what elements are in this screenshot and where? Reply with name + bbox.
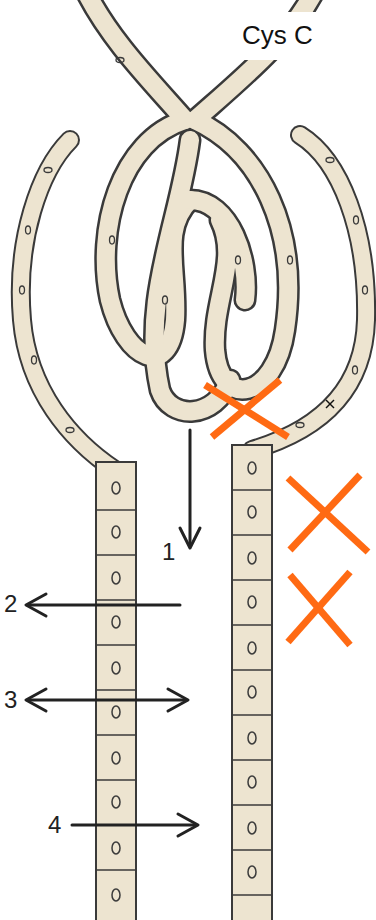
label-box: Cys C <box>228 12 329 60</box>
callout-number: 2 <box>4 590 17 618</box>
marker-label: Cys C <box>242 20 315 51</box>
callout-number: 1 <box>162 538 175 566</box>
callout-number: 3 <box>4 686 17 714</box>
callout-number: 4 <box>48 811 61 839</box>
